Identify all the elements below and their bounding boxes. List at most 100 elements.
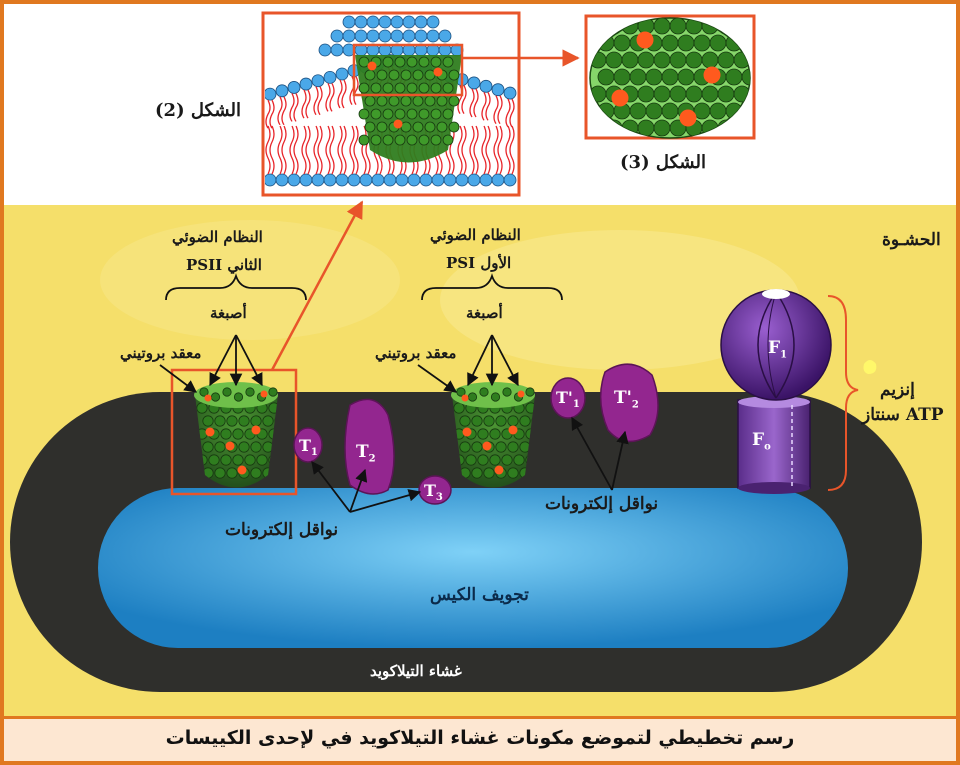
pigment-dot xyxy=(215,468,225,478)
pigment-dot xyxy=(431,83,441,93)
pigment-dot xyxy=(377,122,387,132)
pigment-dot xyxy=(460,442,470,452)
pigment-dot xyxy=(478,455,488,465)
pigment-dot xyxy=(221,429,231,439)
lipid-head xyxy=(264,88,276,100)
electron-carriers-label-right: نواقل إلكترونات xyxy=(545,494,658,514)
pigment-dot xyxy=(490,429,500,439)
figure-2-label: الشكل (2) xyxy=(155,100,241,121)
lipid-head xyxy=(492,174,504,186)
pigment-dot xyxy=(466,455,476,465)
lipid-head xyxy=(415,30,427,42)
lipid-head xyxy=(396,174,408,186)
pigment-dot-red xyxy=(462,395,469,402)
lipid-head xyxy=(343,16,355,28)
lipid-head xyxy=(427,16,439,28)
lipid-head xyxy=(355,30,367,42)
pigment-dot xyxy=(431,109,441,119)
pigment-dot xyxy=(694,103,710,119)
pigment-dot xyxy=(359,135,369,145)
lipid-head xyxy=(504,174,516,186)
pigment-dot xyxy=(670,52,686,68)
pigment-dot-red xyxy=(434,68,443,77)
pigment-dot xyxy=(662,103,678,119)
pigment-dot xyxy=(419,83,429,93)
pigment-dot-red xyxy=(394,120,403,129)
pigment-dot xyxy=(520,416,530,426)
pigment-dot xyxy=(472,442,482,452)
pigment-dot xyxy=(598,69,614,85)
lipid-head xyxy=(372,174,384,186)
pigment-dot xyxy=(407,57,417,67)
pigment-dot xyxy=(443,83,453,93)
pigment-dot xyxy=(215,416,225,426)
pigment-dot xyxy=(365,70,375,80)
lipid-head xyxy=(403,16,415,28)
pigment-dot xyxy=(662,69,678,85)
pigment-dot-red xyxy=(518,391,525,398)
carrier-t1-prime-symbol: T'1 xyxy=(556,388,580,410)
pigment-dot xyxy=(460,416,470,426)
thylakoid-lumen xyxy=(98,488,848,648)
psii-pigments-label: أصبغة xyxy=(210,304,247,322)
pigment-dot xyxy=(395,83,405,93)
pigment-dot xyxy=(211,393,219,401)
pigment-dot xyxy=(431,57,441,67)
psi-title-line2: الأول PSI xyxy=(446,254,511,272)
lipid-head xyxy=(408,174,420,186)
pigment-dot xyxy=(646,103,662,119)
pigment-dot xyxy=(694,35,710,51)
pigment-dot xyxy=(401,122,411,132)
lipid-head xyxy=(492,84,504,96)
electron-carriers-label-left: نواقل إلكترونات xyxy=(225,520,338,540)
pigment-dot-red xyxy=(483,442,492,451)
pigment-dot-red xyxy=(495,466,504,475)
f1-symbol: F1 xyxy=(768,338,787,360)
lipid-head xyxy=(300,174,312,186)
pigment-dot xyxy=(401,70,411,80)
pigment-dot xyxy=(263,416,273,426)
lipid-head xyxy=(367,16,379,28)
pigment-dot xyxy=(246,388,254,396)
pigment-dot xyxy=(234,393,242,401)
pigment-dot xyxy=(484,468,494,478)
lipid-head xyxy=(324,71,336,83)
pigment-dot xyxy=(443,57,453,67)
carrier-t1-symbol: T1 xyxy=(299,436,318,458)
pigment-dot xyxy=(480,388,488,396)
lipid-head xyxy=(432,174,444,186)
pigment-dot xyxy=(413,122,423,132)
pigment-dot xyxy=(359,109,369,119)
pigment-dot xyxy=(526,388,534,396)
pigment-dot xyxy=(245,455,255,465)
pigment-dot xyxy=(407,109,417,119)
psii-title-line1: النظام الضوئي xyxy=(172,228,263,246)
pigment-dot xyxy=(383,109,393,119)
pigment-dot xyxy=(365,96,375,106)
pigment-dot xyxy=(726,69,742,85)
stroma-label: الحشـوة xyxy=(882,230,941,250)
lumen-label: تجويف الكيس xyxy=(430,585,529,605)
pigment-dot xyxy=(431,135,441,145)
psi-title-line1: النظام الضوئي xyxy=(430,226,521,244)
pigment-dot xyxy=(454,403,464,413)
pigment-dot xyxy=(223,388,231,396)
lipid-head xyxy=(415,16,427,28)
lipid-head xyxy=(312,174,324,186)
lipid-head xyxy=(276,174,288,186)
pigment-dot xyxy=(383,135,393,145)
carrier-t2-symbol: T2 xyxy=(356,442,376,464)
pigment-dot xyxy=(371,83,381,93)
pigment-dot xyxy=(491,393,499,401)
pigment-dot xyxy=(203,442,213,452)
pigment-dot xyxy=(718,52,734,68)
pigment-dot-red xyxy=(252,426,261,435)
pigment-dot xyxy=(419,109,429,119)
pigment-dot xyxy=(233,429,243,439)
psii-title-line2: الثاني PSII xyxy=(186,256,262,274)
pigment-dot xyxy=(503,388,511,396)
pigment-dot xyxy=(239,442,249,452)
caption-bar: رسم تخطيطي لتموضع مكونات غشاء التيلاكويد… xyxy=(4,716,956,761)
lipid-head xyxy=(384,174,396,186)
pigment-dot xyxy=(468,393,476,401)
